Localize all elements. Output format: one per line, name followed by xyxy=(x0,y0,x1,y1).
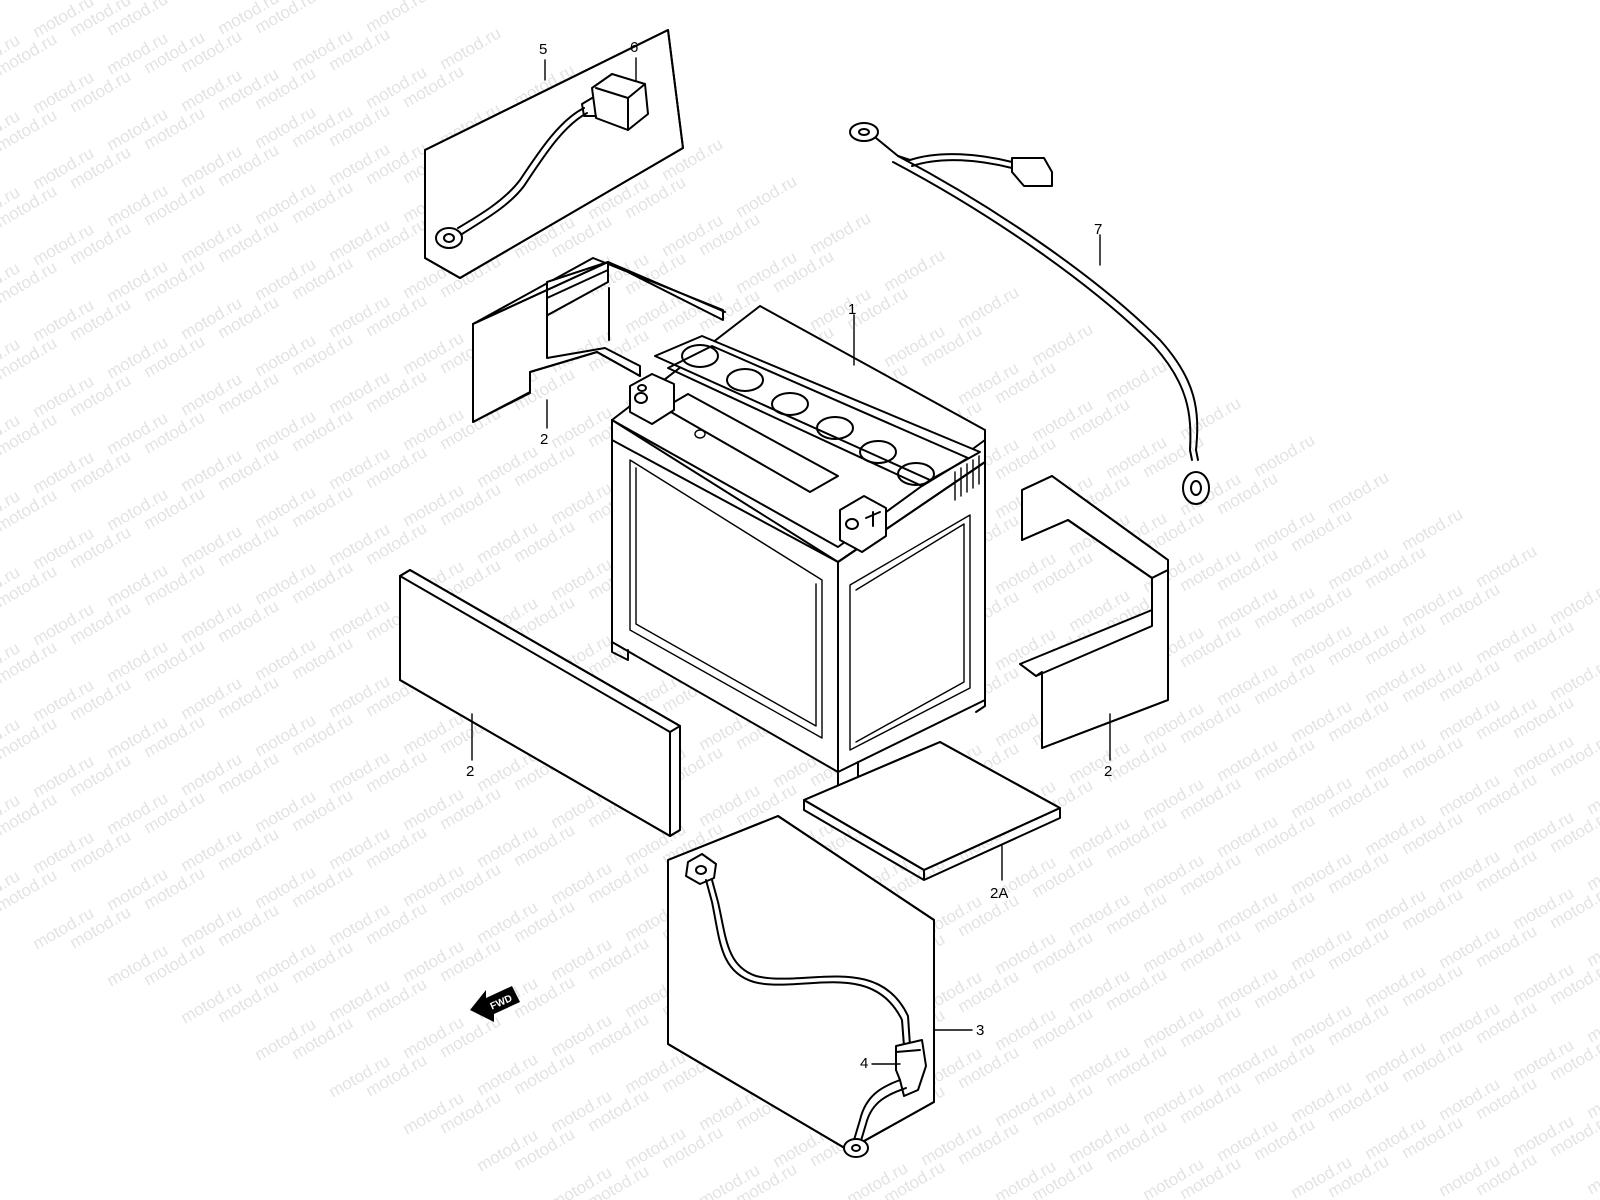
callout-labels: 5 6 7 1 2 2 2 2A 3 4 xyxy=(466,39,1112,1072)
fwd-arrow-icon: FWD xyxy=(470,986,520,1022)
positive-terminal-icon xyxy=(629,373,675,425)
watermark-text: motod.ru xyxy=(733,171,801,221)
negative-terminal-icon xyxy=(839,495,887,553)
terminal-boot-icon xyxy=(843,1039,927,1158)
watermark-text: motod.ru xyxy=(1103,356,1171,406)
battery-cushion-lower-left[interactable] xyxy=(399,569,681,837)
watermark-text: motod.ru xyxy=(955,282,1023,332)
part-5-6-inset-panel[interactable] xyxy=(424,29,684,279)
battery-base-pad-icon[interactable] xyxy=(803,741,1061,881)
callout-2-upper-left: 2 xyxy=(540,431,548,448)
battery-cushion-upper-left[interactable] xyxy=(472,257,726,423)
watermark-text: motod.ru xyxy=(1584,1148,1600,1198)
connector-icon xyxy=(581,73,649,131)
lead-wire-icon xyxy=(435,107,588,249)
battery-icon[interactable] xyxy=(611,305,986,791)
watermark-text: motod.ru xyxy=(1325,467,1393,517)
watermark-text: motod.ru xyxy=(1029,319,1097,369)
callout-1: 1 xyxy=(848,301,856,318)
watermark-text: motod.ru xyxy=(807,208,875,258)
callout-3: 3 xyxy=(976,1022,984,1039)
callout-2a: 2A xyxy=(990,885,1008,902)
watermark-text: motod.ru xyxy=(1473,541,1541,591)
callout-2-right: 2 xyxy=(1104,763,1112,780)
battery-cushion-right[interactable] xyxy=(1019,475,1169,749)
callout-6: 6 xyxy=(630,39,638,56)
watermark-text: motod.ru xyxy=(1399,504,1467,554)
watermark-text: motod.ru xyxy=(881,245,949,295)
watermark-text: motod.ru xyxy=(1251,430,1319,480)
positive-cable-icon[interactable] xyxy=(849,122,1210,505)
callout-5: 5 xyxy=(539,41,547,58)
callout-2-lower-left: 2 xyxy=(466,763,474,780)
watermark-text: motod.ru xyxy=(1547,654,1600,704)
watermark-text: motod.ru xyxy=(1547,578,1600,628)
negative-cable-icon xyxy=(685,853,911,1047)
watermark-text: motod.ru xyxy=(437,23,505,73)
part-3-4-inset-panel[interactable] xyxy=(667,815,935,1158)
callout-7: 7 xyxy=(1094,221,1102,238)
leader-lines xyxy=(471,57,1111,1065)
watermark-text: motod.ru xyxy=(0,0,60,3)
callout-4: 4 xyxy=(860,1055,868,1072)
